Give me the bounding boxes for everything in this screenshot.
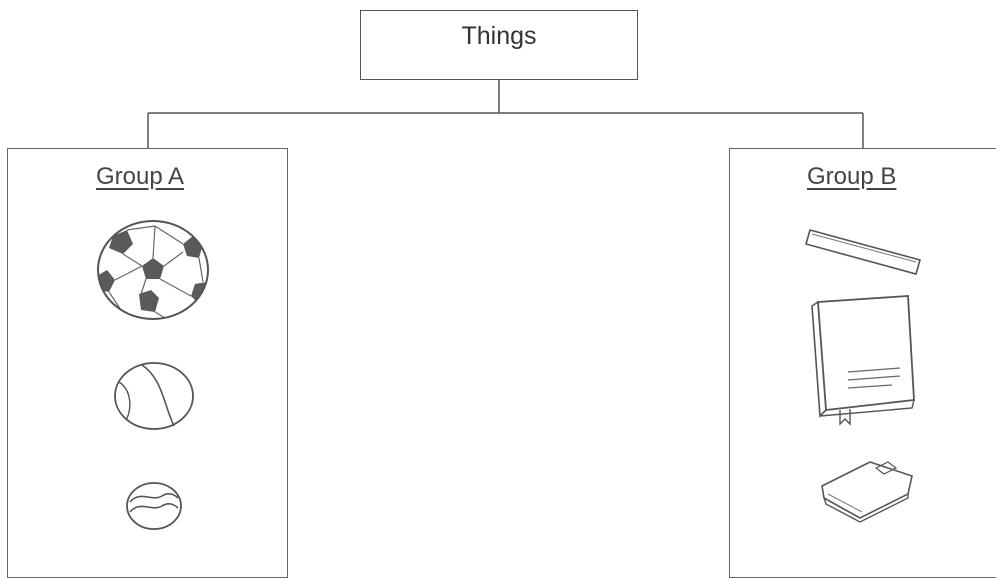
- ruler-icon: [804, 222, 924, 278]
- book-icon: [808, 292, 920, 426]
- group-b-title: Group B: [807, 163, 896, 191]
- marble-icon: [124, 480, 184, 532]
- group-a-title: Group A: [96, 163, 184, 191]
- wallet-icon: [818, 454, 918, 524]
- soccer-ball-icon: [95, 218, 211, 322]
- tree-diagram: Things Group A Group B: [0, 0, 996, 562]
- tennis-ball-icon: [112, 360, 196, 432]
- root-label: Things: [360, 22, 638, 51]
